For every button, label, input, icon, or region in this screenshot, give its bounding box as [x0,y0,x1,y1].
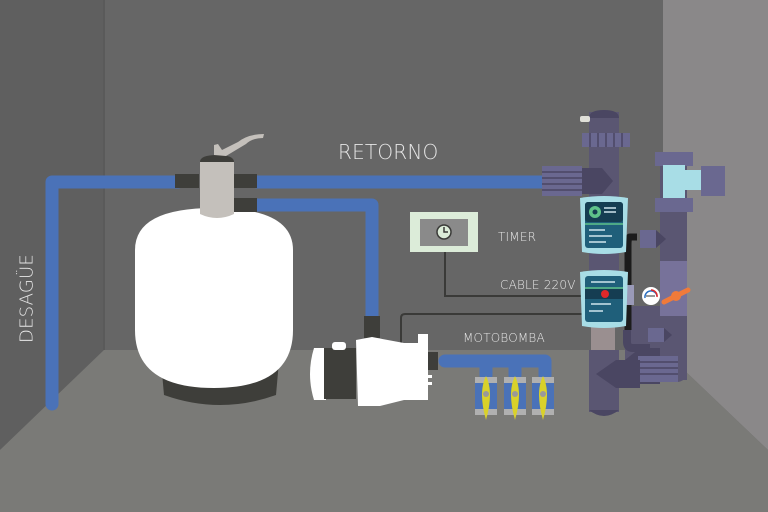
valve-handle [214,134,264,156]
pump-cable [400,313,582,343]
sand-filter [135,208,293,405]
pump-end-cap [310,348,326,400]
motobomba-label: MOTOBOMBA [463,331,545,345]
manifold-pipe [438,354,552,382]
ball-valve-1[interactable] [475,376,497,420]
pump-body [356,334,428,406]
timer-label: TIMER [498,230,537,244]
cable-label: CABLE 220V [500,278,576,292]
timer-box[interactable] [410,212,478,252]
orange-valve[interactable] [661,287,691,305]
control-unit-top[interactable] [580,196,628,254]
pump-suction-pipe [250,198,379,325]
right-wall [663,0,768,450]
blue-pipes [45,175,552,411]
light-blue-fitting [663,165,685,198]
timer-cable [444,252,582,297]
valve-cap [200,155,234,162]
ball-valve-3[interactable] [532,376,554,420]
multiport-valve [175,134,264,218]
pump-inlet [364,316,380,338]
retorno-label: RETORNO [338,140,439,164]
control-unit-bottom[interactable] [580,270,628,328]
thermometer-gauge [642,287,660,305]
valve-body [200,162,234,218]
desague-label: DESAGÜE [16,254,38,343]
motor-pump [310,316,438,406]
desague-pipe [45,175,185,411]
ball-valve-2[interactable] [504,376,526,420]
pump-motor [324,348,356,399]
filter-tank [135,208,293,388]
suction-valves [475,376,554,420]
cables [400,252,582,343]
